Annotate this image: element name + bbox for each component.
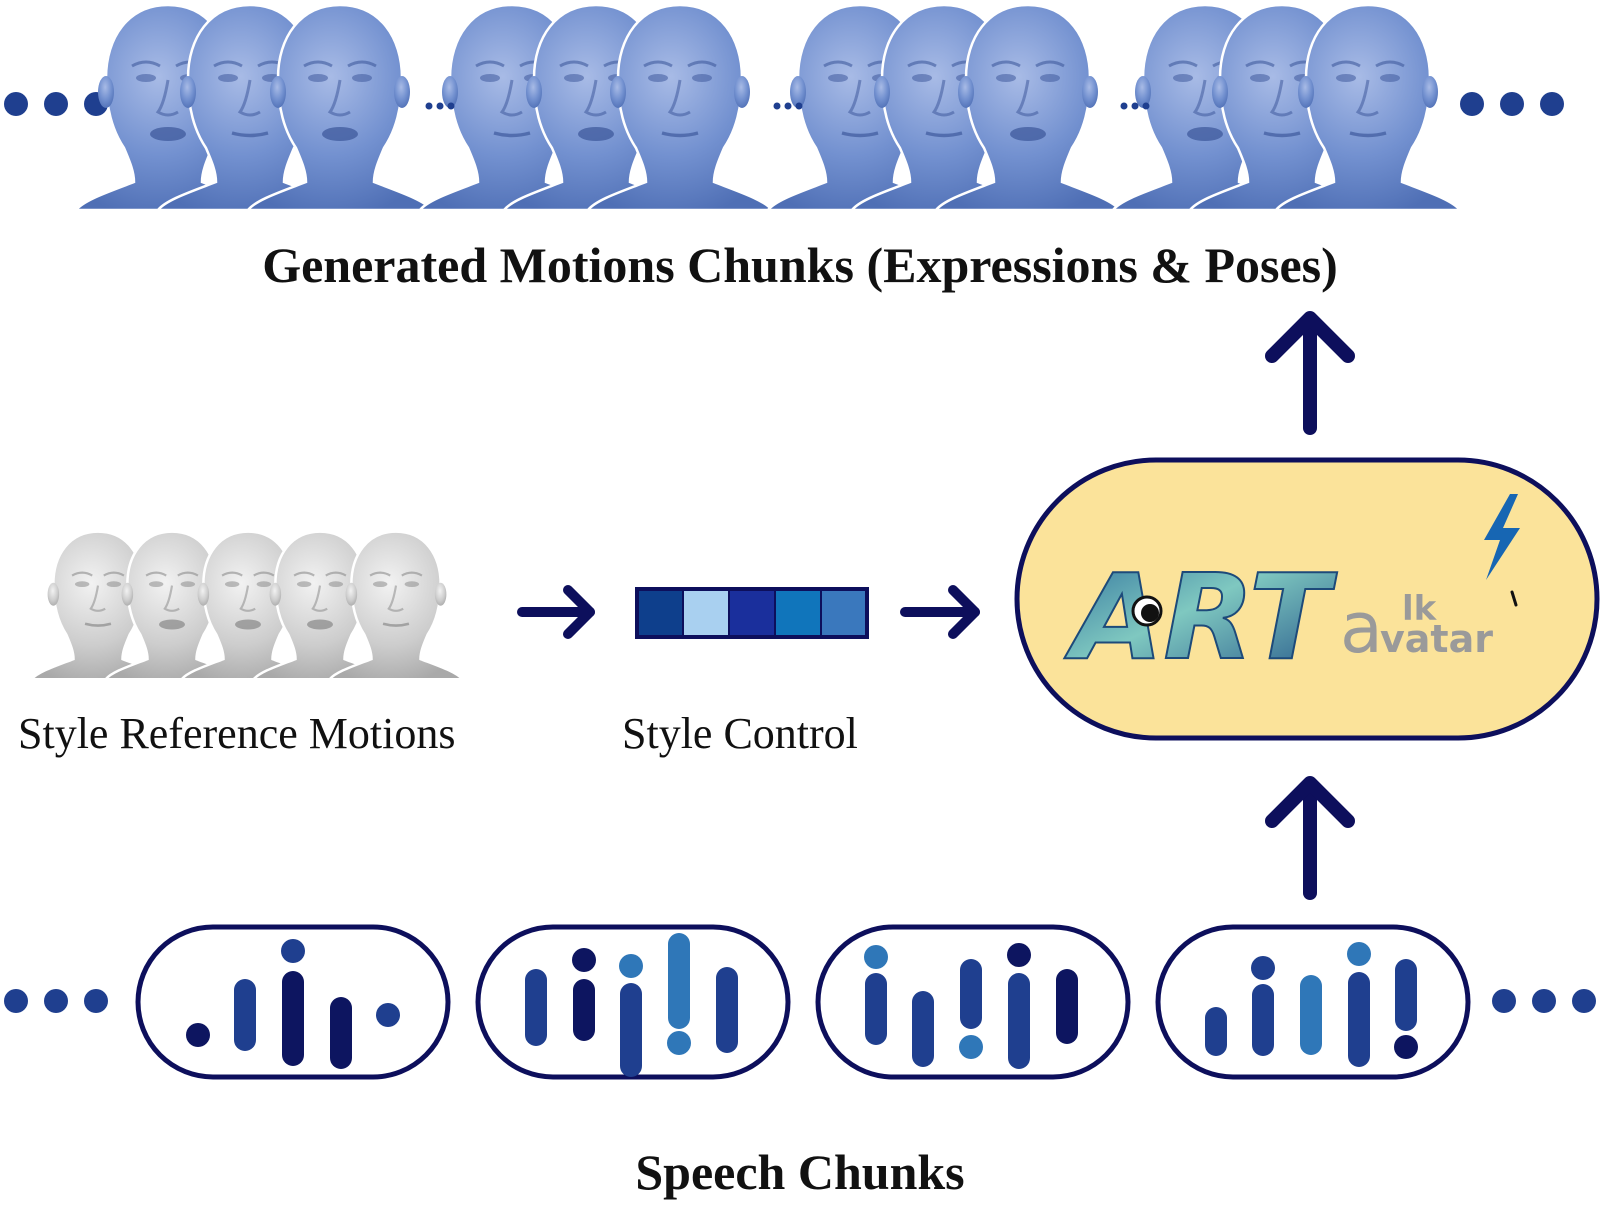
ellipsis-icon <box>4 92 108 116</box>
generated-chunk <box>766 3 1122 212</box>
waveform-dot <box>864 945 888 969</box>
style-vector-cell <box>728 588 776 638</box>
model-logo: ART a lk vatar <box>1063 547 1493 687</box>
generated-row <box>4 3 1564 212</box>
face-icon <box>246 3 434 212</box>
waveform-dot <box>1394 1035 1418 1059</box>
waveform-icon <box>1155 924 1471 1080</box>
style-vector-cell <box>820 588 868 638</box>
model-box: ART a lk vatar <box>1014 457 1600 741</box>
waveform-dot <box>959 1035 983 1059</box>
face-icon <box>934 3 1122 212</box>
generated-chunk <box>418 3 774 212</box>
waveform-dot <box>376 1003 400 1027</box>
waveform-dot <box>667 1031 691 1055</box>
arrow-icon <box>517 585 595 639</box>
face-icon <box>30 530 166 681</box>
arrow-icon <box>900 585 980 639</box>
waveform-dot <box>281 939 305 963</box>
speech-row <box>4 924 1596 1080</box>
generated-chunk <box>74 3 434 212</box>
style-control-label: Style Control <box>622 709 858 758</box>
ellipsis-icon <box>4 989 108 1013</box>
style-vector-cell <box>636 588 684 638</box>
style-control-vector <box>635 587 869 639</box>
waveform-icon <box>135 924 451 1080</box>
waveform-dot <box>1251 956 1275 980</box>
generated-faces <box>74 3 1462 212</box>
ellipsis-icon <box>1460 92 1564 116</box>
style-vector-cell <box>774 588 822 638</box>
waveform-dot <box>619 954 643 978</box>
arrow-icon <box>1265 311 1355 435</box>
ellipsis-icon <box>425 102 455 110</box>
generated-chunk <box>1111 3 1462 212</box>
waveform-dot <box>186 1023 210 1047</box>
logo-sub-letter: a <box>1340 587 1383 669</box>
logo-sub-bottom: vatar <box>1380 617 1493 661</box>
logo-eye-icon <box>1131 595 1163 627</box>
style-reference-label: Style Reference Motions <box>18 709 456 758</box>
waveform-icon <box>815 924 1131 1080</box>
style-reference-faces <box>30 530 464 681</box>
waveform-icon <box>475 924 791 1080</box>
waveform-dot <box>1347 942 1371 966</box>
logo-main-text: ART <box>1064 548 1338 686</box>
ellipsis-icon <box>773 102 803 110</box>
logo-sub-top: lk <box>1402 589 1438 629</box>
style-vector-cell <box>682 588 730 638</box>
face-icon <box>1274 3 1462 212</box>
speech-chunks <box>135 924 1471 1080</box>
speech-chunks-title: Speech Chunks <box>635 1144 965 1200</box>
ellipsis-icon <box>1120 102 1150 110</box>
face-icon <box>586 3 774 212</box>
waveform-dot <box>572 948 596 972</box>
ellipsis-icon <box>1492 989 1596 1013</box>
arrow-icon <box>1265 776 1355 900</box>
generated-motions-title: Generated Motions Chunks (Expressions & … <box>262 237 1338 293</box>
face-icon <box>328 530 464 681</box>
waveform-dot <box>1007 943 1031 967</box>
lightning-icon <box>1484 494 1520 607</box>
